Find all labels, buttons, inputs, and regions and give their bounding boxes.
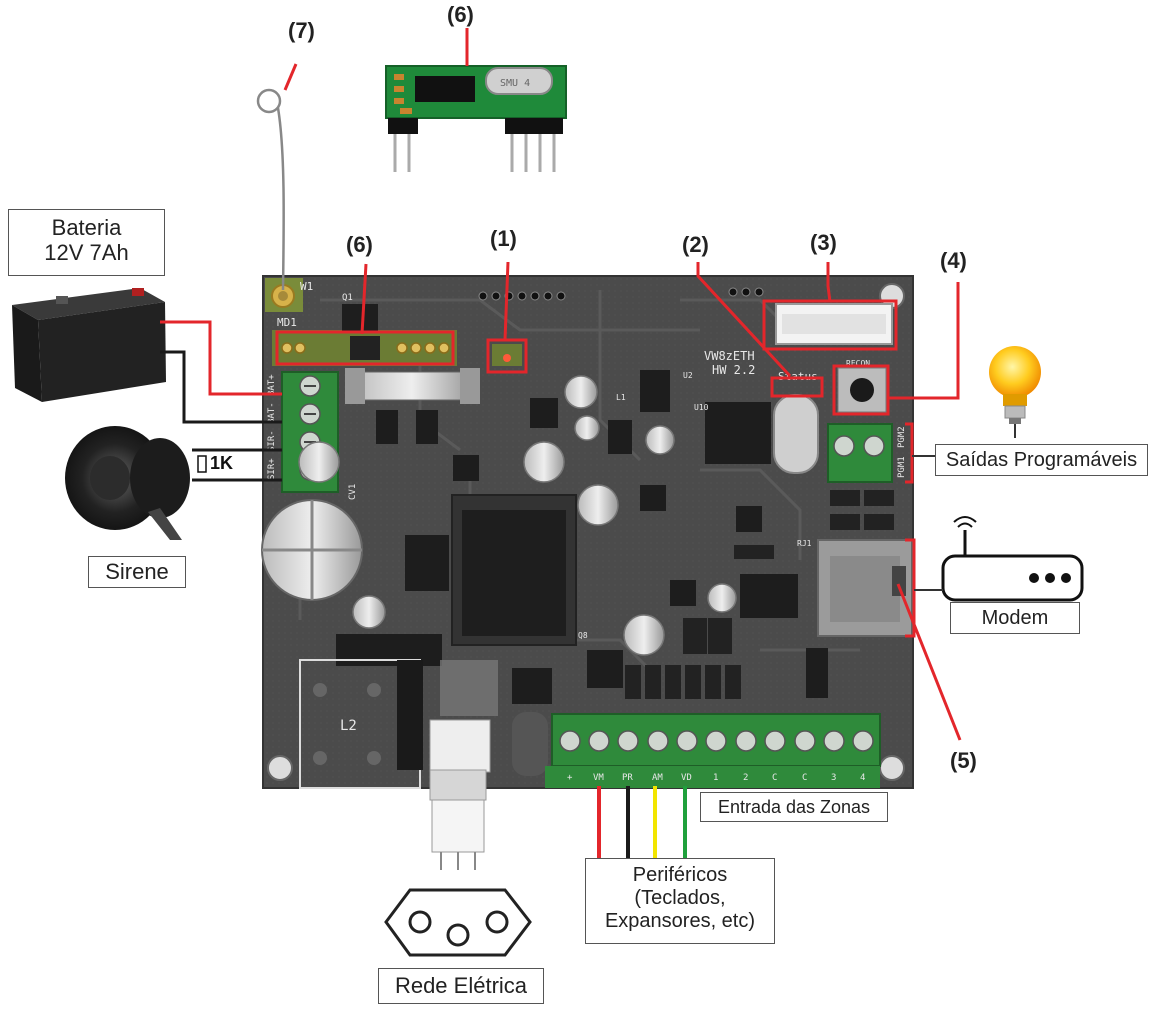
rf-module-icon: SMU 4 — [385, 65, 567, 172]
highlight-status-led — [770, 376, 824, 398]
silk-q8: Q8 — [578, 631, 588, 640]
lamp-icon — [989, 346, 1041, 424]
pcb-board — [261, 275, 914, 789]
highlight-recon-button — [832, 364, 890, 416]
callout-2: (2) — [682, 232, 709, 257]
callout-6-socket: (6) — [346, 232, 373, 257]
modem-label: Modem — [950, 602, 1080, 634]
silk-model: VW8zETH — [704, 349, 755, 363]
silk-l1: L1 — [616, 393, 626, 402]
terminal-label: 4 — [860, 773, 865, 783]
silk-sir-plus: SIR+ — [267, 458, 277, 480]
resistor-label: 1K — [210, 453, 234, 473]
zones-label: Entrada das Zonas — [700, 792, 888, 822]
terminal-label: VD — [681, 773, 692, 783]
terminal-label: C — [772, 773, 777, 783]
terminal-label: AM — [652, 773, 663, 783]
power-plug-icon — [384, 769, 532, 957]
terminal-label: VM — [593, 773, 604, 783]
rf-module-chip-label: SMU 4 — [500, 78, 530, 89]
silk-hw: HW 2.2 — [712, 363, 755, 377]
terminal-label: + — [567, 773, 573, 783]
silk-u2: U2 — [683, 371, 693, 380]
terminal-label: PR — [622, 773, 633, 783]
silk-pgm2: PGM2 — [897, 426, 907, 448]
callout-7: (7) — [288, 18, 315, 43]
siren-icon — [65, 426, 190, 540]
highlight-markers — [275, 28, 962, 741]
outputs-label: Saídas Programáveis — [935, 444, 1148, 476]
siren-label: Sirene — [88, 556, 186, 588]
callout-6-module: (6) — [447, 2, 474, 27]
peripherals-line2: (Teclados, — [634, 887, 726, 909]
peripherals-label: Periféricos (Teclados, Expansores, etc) — [585, 858, 775, 944]
wires — [160, 320, 687, 858]
terminal-label: 2 — [743, 773, 748, 783]
silk-md1: MD1 — [277, 316, 297, 329]
battery-label-line2: 12V 7Ah — [44, 240, 129, 266]
silk-rj1: RJ1 — [797, 539, 812, 548]
terminal-labels: + VM PR AM VD 1 2 C C 3 4 — [567, 773, 865, 783]
silk-sir-minus: SIR- — [267, 430, 277, 452]
callout-1: (1) — [490, 226, 517, 251]
callout-3: (3) — [810, 230, 837, 255]
callout-4: (4) — [940, 248, 967, 273]
terminal-label: C — [802, 773, 807, 783]
silk-u10: U10 — [694, 403, 709, 412]
modem-icon — [941, 516, 1084, 602]
highlight-dev-led — [486, 338, 528, 374]
silk-recon: RECON — [846, 359, 870, 368]
antenna-icon — [256, 88, 285, 291]
terminal-label: 1 — [713, 773, 718, 783]
battery-icon — [12, 288, 166, 402]
silk-q1: Q1 — [342, 293, 353, 303]
callout-5: (5) — [950, 748, 977, 773]
silk-pgm1: PGM1 — [897, 456, 907, 478]
peripherals-line1: Periféricos — [632, 864, 728, 886]
peripherals-line3: Expansores, etc) — [604, 910, 756, 932]
highlight-rf-socket — [275, 330, 455, 366]
mains-label: Rede Elétrica — [378, 968, 544, 1004]
battery-label-line1: Bateria — [51, 215, 122, 240]
battery-label: Bateria 12V 7Ah — [8, 209, 165, 276]
silk-bat-plus: BAT+ — [267, 374, 277, 396]
terminal-label: 3 — [831, 773, 836, 783]
silk-cv1: CV1 — [348, 484, 358, 500]
silk-l2: L2 — [340, 718, 357, 734]
silk-w1: W1 — [300, 280, 313, 293]
silk-bat-minus: BAT- — [267, 402, 277, 424]
